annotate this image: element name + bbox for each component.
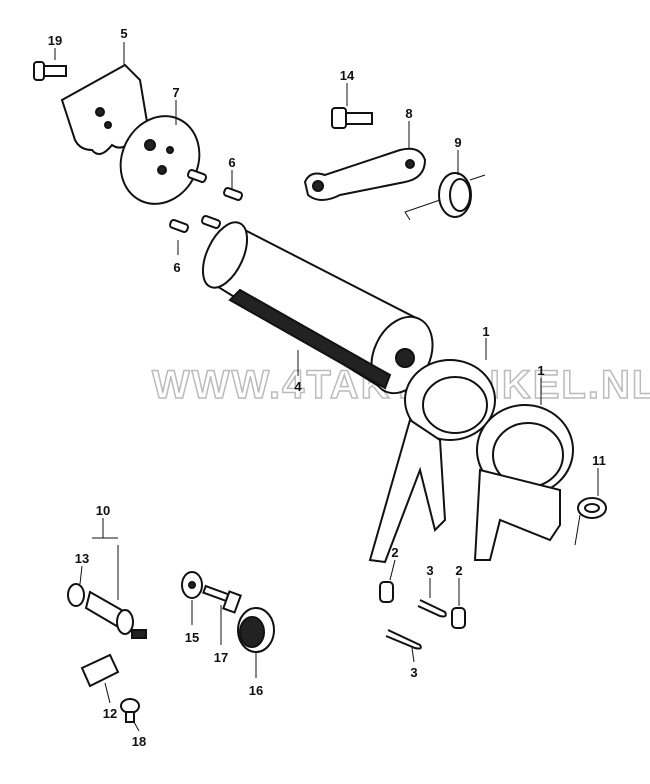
- part-2-guide-pin-2: [451, 607, 466, 629]
- callout-15: 15: [185, 630, 199, 645]
- part-18-screw: [120, 698, 140, 723]
- part-2-guide-pin: [379, 581, 394, 603]
- part-12-plate: [80, 653, 120, 688]
- callout-16: 16: [249, 683, 263, 698]
- callout-6-lower: 6: [173, 260, 180, 275]
- part-4-shift-drum: [201, 221, 434, 395]
- callout-12: 12: [103, 706, 117, 721]
- callout-14: 14: [340, 68, 355, 83]
- callout-19: 19: [48, 33, 62, 48]
- part-15-washer: [181, 571, 203, 599]
- part-6-pins: [169, 169, 243, 233]
- callout-13: 13: [75, 551, 89, 566]
- part-7-cam-plate: [119, 115, 201, 205]
- part-19-screw: [33, 61, 67, 81]
- callout-18: 18: [132, 734, 146, 749]
- part-10-neutral-switch: [67, 583, 147, 639]
- callout-6: 6: [228, 155, 235, 170]
- part-8-stopper-arm: [303, 147, 427, 201]
- part-9-spring: [404, 172, 486, 221]
- part-17-bolt: [202, 584, 242, 614]
- callout-1: 1: [482, 324, 489, 339]
- callout-9: 9: [454, 135, 461, 150]
- callout-2: 2: [391, 545, 398, 560]
- callout-4: 4: [294, 379, 302, 394]
- part-1-shift-fork-2: [473, 404, 574, 561]
- part-3-cotter-pin: [417, 599, 447, 618]
- callout-3-lower: 3: [410, 665, 417, 680]
- callout-11: 11: [592, 453, 606, 468]
- callout-8: 8: [405, 106, 412, 121]
- callout-1-second: 1: [537, 363, 544, 378]
- callout-17: 17: [214, 650, 228, 665]
- callout-7: 7: [172, 85, 179, 100]
- leader-lines: [54, 42, 599, 732]
- part-16-cap: [237, 607, 275, 653]
- callout-2-second: 2: [455, 563, 462, 578]
- callout-10: 10: [96, 503, 110, 518]
- part-3-cotter-pin-2: [385, 629, 422, 650]
- part-11-clip: [574, 497, 607, 546]
- callout-3: 3: [426, 563, 433, 578]
- part-1-shift-fork: [368, 359, 496, 564]
- part-14-bolt: [331, 107, 373, 129]
- callout-5: 5: [120, 26, 127, 41]
